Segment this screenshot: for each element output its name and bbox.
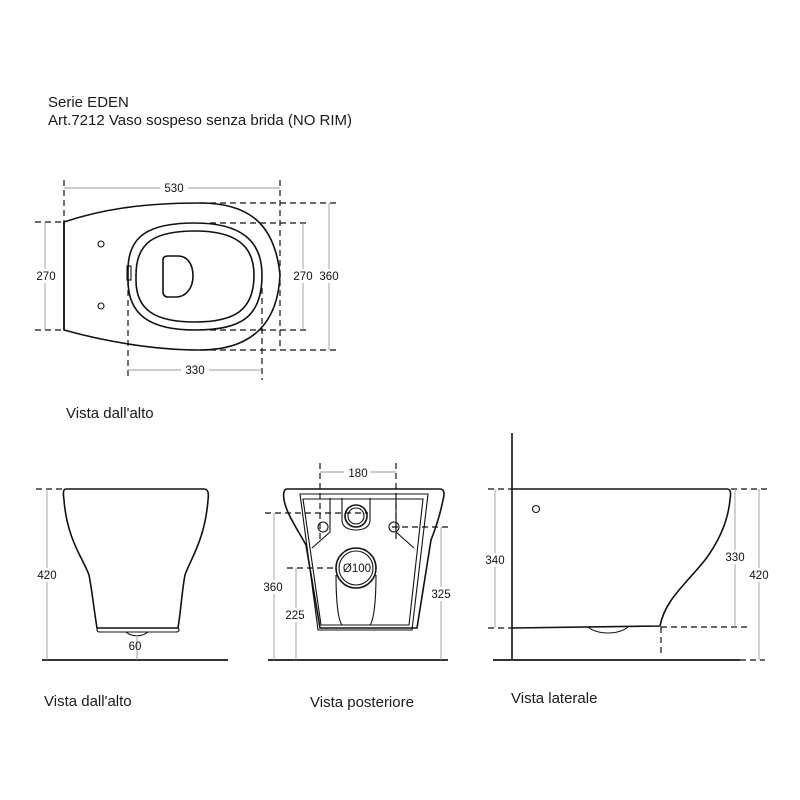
dim-overall-width: 360 [319, 271, 338, 283]
seat-inner [135, 230, 255, 323]
side-view-outline [511, 488, 732, 629]
drain-well [162, 255, 194, 298]
bolt-hole-icon [317, 521, 329, 533]
outlet-pipe-icon [335, 547, 377, 589]
dim-outlet-diameter: Ø100 [343, 563, 371, 575]
caption-back-view: Vista posteriore [310, 694, 414, 711]
fixing-hole-icon [97, 302, 105, 310]
fixing-hole-icon [531, 504, 541, 514]
back-view: 180 360 225 Ø100 325 [260, 463, 454, 661]
side-view: 340 330 420 [482, 433, 772, 661]
series-title: Serie EDEN [48, 94, 129, 111]
bolt-hole-icon [388, 521, 400, 533]
article-title: Art.7212 Vaso sospeso senza brida (NO RI… [48, 112, 353, 129]
caption-front-view: Vista dall'alto [44, 693, 132, 710]
dim-bowl-depth: 330 [725, 552, 744, 564]
seat-outer [127, 222, 263, 331]
dim-seat-width: 270 [293, 271, 312, 283]
dim-outlet-height: 225 [285, 610, 304, 622]
fixing-hole-icon [97, 240, 105, 248]
dim-wall-height: 340 [485, 555, 504, 567]
dim-seat-length: 330 [185, 365, 204, 377]
front-view: 420 60 [34, 488, 228, 661]
caption-top-view: Vista dall'alto [66, 405, 154, 422]
inlet-pipe-icon [344, 504, 368, 528]
front-view-outline [62, 488, 210, 629]
back-view-outline [282, 488, 445, 629]
dim-height: 420 [37, 570, 56, 582]
dim-fixing-spacing: 270 [36, 271, 55, 283]
dim-length: 530 [164, 183, 183, 195]
caption-side-view: Vista laterale [511, 690, 598, 707]
dim-bolt-height: 325 [431, 589, 450, 601]
dim-bolt-spacing: 180 [348, 468, 367, 480]
dim-inlet-height: 360 [263, 582, 282, 594]
dim-outlet-offset: 60 [129, 641, 142, 653]
hinge [126, 265, 132, 281]
dim-overall-height: 420 [749, 570, 768, 582]
top-view: 530 270 270 360 330 [34, 180, 341, 380]
